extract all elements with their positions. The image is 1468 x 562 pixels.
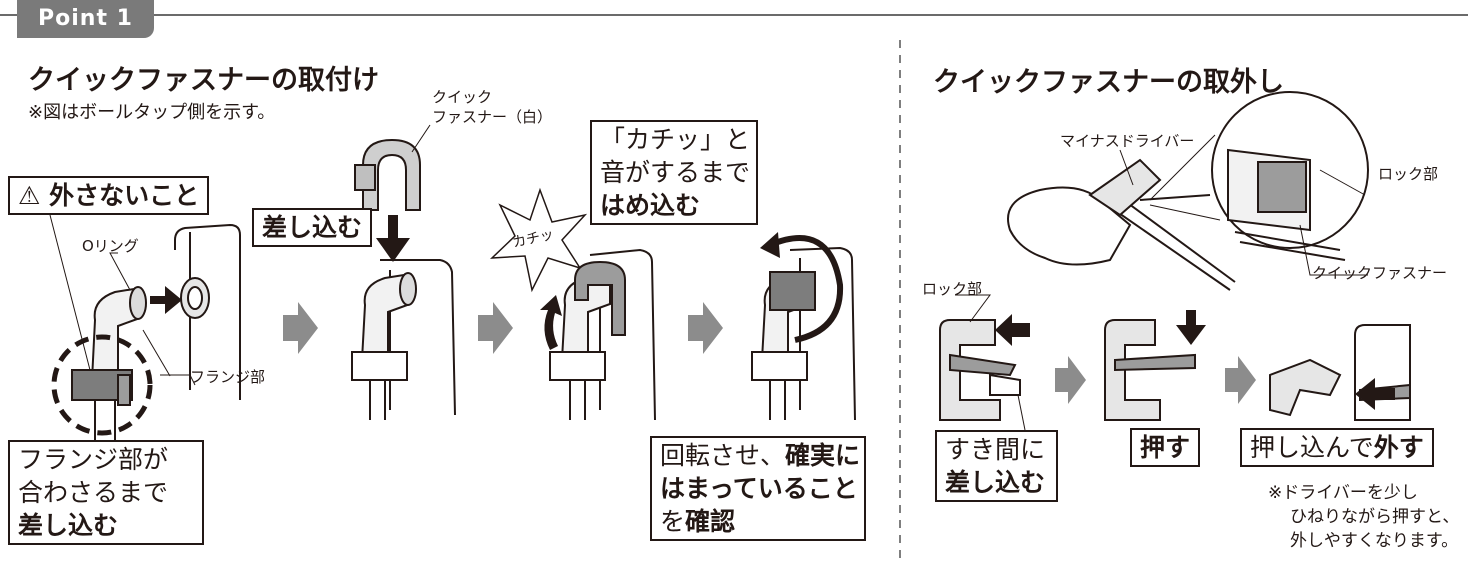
gap-box: すき間に 差し込む [935, 430, 1058, 502]
warning-box: ⚠ 外さないこと [8, 176, 210, 215]
rotate-box-line-2: はまっていること [660, 474, 858, 503]
leader-lines-1 [49, 214, 196, 386]
warning-text: 外さないこと [49, 181, 200, 210]
lock-step-3 [1269, 324, 1411, 421]
remove-title: クイックファスナーの取外し [933, 67, 1284, 98]
left-arrow-lock-1 [995, 314, 1030, 346]
rotate-circle-4 [768, 235, 844, 343]
install-note: ※図はボールタップ側を示す。 [28, 102, 276, 123]
step-arrow-1 [283, 302, 318, 354]
flange-box: フランジ部が 合わさるまで 差し込む [8, 440, 204, 545]
step-arrow-2 [478, 302, 513, 354]
lock-step-1 [939, 319, 1021, 421]
rotate-box-line-3: を確認 [660, 507, 736, 536]
left-arrow-lock-3 [1355, 378, 1395, 410]
remove-note-3: 外しやすくなります。 [1290, 531, 1459, 551]
click-box: 「カチッ」と 音がするまで はめ込む [590, 120, 758, 225]
kachi-burst [490, 187, 588, 293]
elbow-assembly-1 [71, 223, 241, 440]
remove-note-2: ひねりながら押すと、 [1290, 507, 1460, 527]
rotate-arrow-3 [540, 295, 562, 350]
step-arrow-r1 [1055, 356, 1086, 404]
flange-box-line-3: 差し込む [18, 511, 119, 540]
driver-illustration [1007, 158, 1236, 291]
down-arrow-2 [376, 215, 410, 262]
label-quick-fastener-white-2: ファスナー（白） [432, 108, 553, 126]
step-arrow-3 [688, 302, 723, 354]
install-title: クイックファスナーの取付け [28, 65, 379, 96]
warning-icon: ⚠ [18, 181, 50, 210]
remove-box: 押し込んで外す [1240, 428, 1434, 467]
rotate-box: 回転させ、確実に はまっていること を確認 [650, 436, 866, 541]
label-o-ring: Oリング [82, 237, 139, 255]
rotate-box-line-1: 回転させ、確実に [660, 441, 861, 470]
step-arrow-r2 [1225, 356, 1256, 404]
elbow-assembly-4 [751, 246, 856, 421]
push-box: 押す [1130, 428, 1201, 467]
insert-box: 差し込む [252, 208, 373, 247]
label-flange: フランジ部 [190, 368, 266, 386]
elbow-assembly-2 [351, 138, 456, 420]
down-arrow-lock-2 [1176, 310, 1206, 345]
label-lock-left: ロック部 [922, 280, 983, 298]
label-driver: マイナスドライバー [1060, 132, 1195, 150]
gap-box-line-2: 差し込む [945, 468, 1046, 497]
click-box-line-2: 音がするまで [600, 158, 751, 187]
gap-box-line-1: すき間に [945, 435, 1046, 464]
label-quick-fastener-white-1: クイック [432, 88, 493, 106]
warning-circle [51, 334, 153, 436]
flange-box-line-1: フランジ部が [18, 445, 169, 474]
flange-box-line-2: 合わさるまで [18, 478, 169, 507]
elbow-assembly-3 [549, 248, 656, 421]
point-tag: Point 1 [17, 0, 154, 38]
label-lock-top: ロック部 [1378, 165, 1439, 183]
zoom-detail [1227, 148, 1346, 261]
insert-arrow-1 [150, 286, 182, 314]
label-quick-fastener: クイックファスナー [1312, 264, 1448, 282]
click-box-line-3: はめ込む [600, 191, 701, 220]
remove-note-1: ※ドライバーを少し [1268, 483, 1418, 503]
lock-step-2 [1104, 319, 1196, 421]
click-box-line-1: 「カチッ」と [600, 125, 751, 154]
